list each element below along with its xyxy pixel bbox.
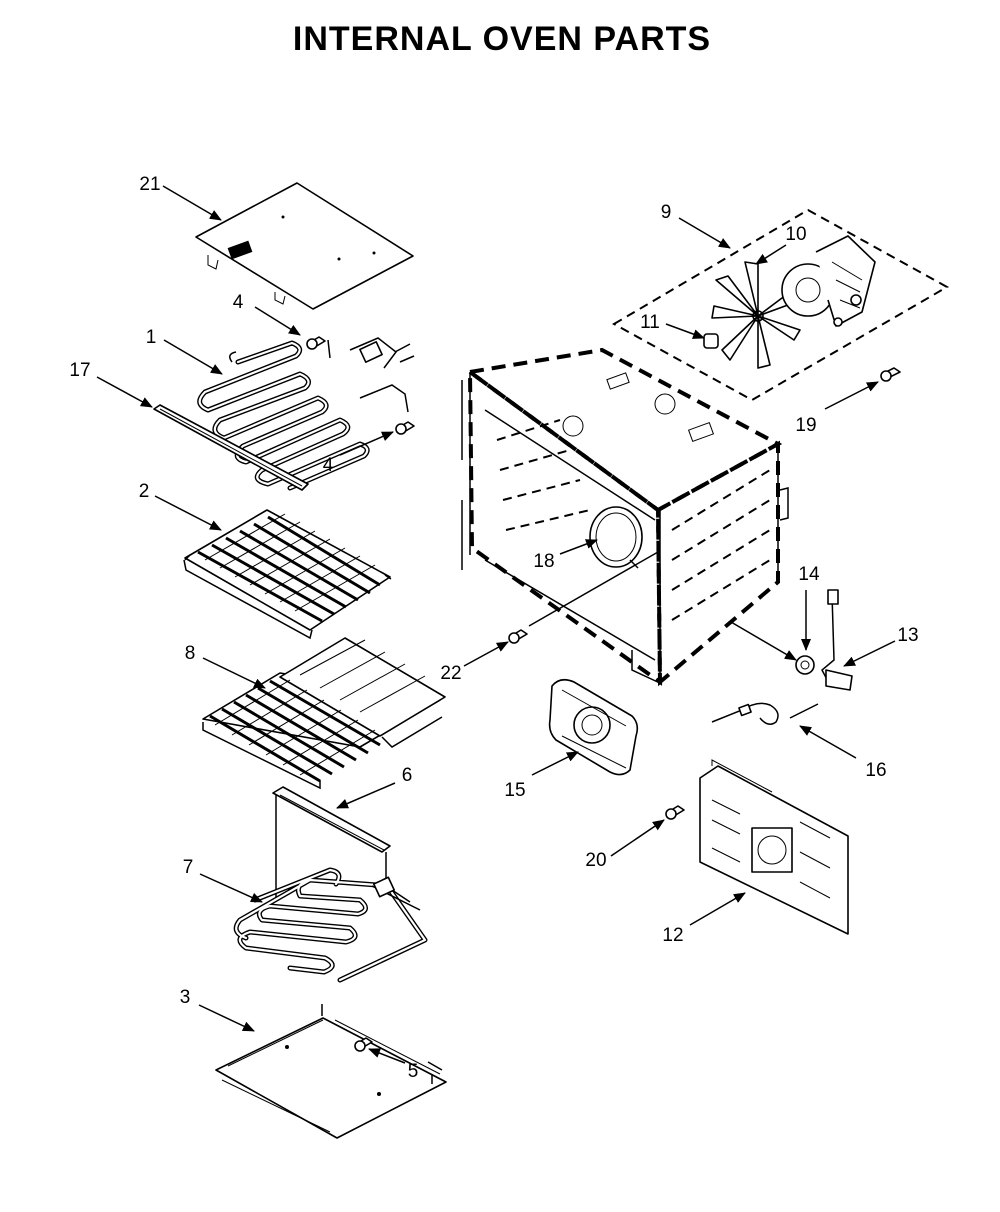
callout-7: 7 [183, 857, 194, 878]
callout-10: 10 [785, 224, 806, 245]
callout-22: 22 [440, 663, 461, 684]
part-20-screw [665, 805, 685, 820]
part-14-nut [795, 655, 815, 675]
callout-6: 6 [402, 765, 413, 786]
callout-15: 15 [504, 780, 525, 801]
callout-12: 12 [662, 925, 683, 946]
part-9-convection-fan-assembly [611, 208, 950, 402]
part-21-top-panel [195, 182, 414, 310]
oven-cavity [461, 347, 789, 687]
part-22-screw [508, 629, 528, 644]
part-7-bake-element [233, 867, 428, 983]
part-3-bottom-panel [215, 1004, 447, 1139]
callout-14: 14 [798, 564, 820, 585]
part-2-oven-rack [183, 509, 392, 640]
part-15-light-assembly [548, 678, 639, 776]
callout-11: 11 [640, 312, 660, 333]
part-13-sensor-bracket [821, 589, 853, 691]
part-19-screw [880, 367, 901, 382]
part-17-trim-strip [153, 404, 309, 491]
part-8-sliding-rack [202, 637, 446, 790]
part-11-fan-nut [703, 333, 719, 349]
part-5-screw [354, 1037, 373, 1052]
callout-13: 13 [897, 625, 918, 646]
callout-8: 8 [185, 643, 196, 664]
part-18-fan-cover-ring [589, 506, 643, 569]
part-1-broil-element [197, 337, 415, 491]
part-6-panel-strip [272, 786, 391, 900]
callout-labels: 21 4 1 17 4 2 8 6 7 3 5 9 10 11 19 18 22… [69, 174, 918, 1082]
callout-20: 20 [585, 850, 606, 871]
callout-4-lower: 4 [323, 455, 334, 476]
part-4-screw-upper [306, 336, 326, 350]
part-12-rear-panel [699, 759, 849, 935]
callout-5: 5 [408, 1061, 419, 1082]
callout-21: 21 [139, 174, 160, 195]
callout-2: 2 [139, 481, 150, 502]
callout-4-upper: 4 [233, 292, 244, 313]
callout-18: 18 [533, 551, 554, 572]
callout-1: 1 [146, 327, 157, 348]
callout-17: 17 [69, 360, 90, 381]
part-10-fan-motor [781, 235, 876, 327]
leader-lines [96, 185, 896, 1064]
diagram-title: INTERNAL OVEN PARTS [293, 20, 711, 58]
part-4-screw-lower [395, 421, 415, 435]
callout-9: 9 [661, 202, 672, 223]
callout-3: 3 [180, 987, 191, 1008]
part-16-temperature-sensor [711, 702, 819, 725]
callout-19: 19 [795, 415, 816, 436]
callout-16: 16 [865, 760, 886, 781]
